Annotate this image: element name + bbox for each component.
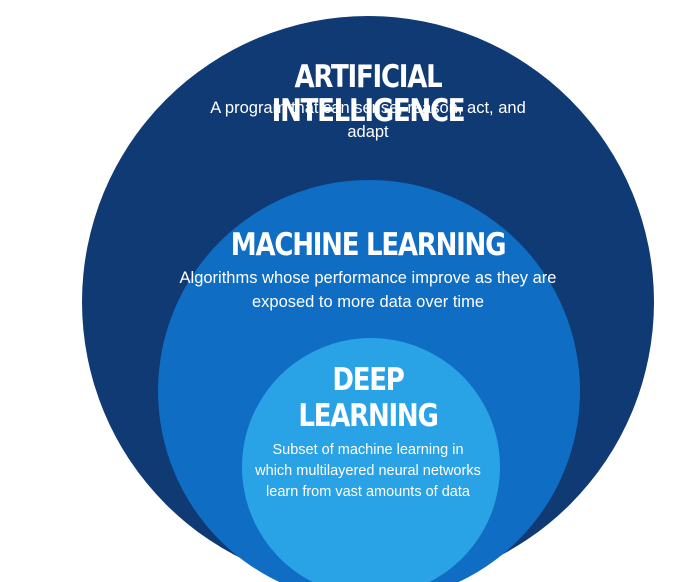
artificial-intelligence-description: A program that can sense, reason, act, a… [210,99,526,141]
machine-learning-description: Algorithms whose performance improve as … [179,269,557,311]
artificial-intelligence-title: ARTIFICIAL INTELLIGENCE [271,59,466,129]
deep-learning-circle [242,338,500,582]
deep-learning-title: DEEP LEARNING [298,362,438,434]
machine-learning-title: MACHINE LEARNING [230,227,507,263]
deep-learning-description: Subset of machine learning in which mult… [255,442,481,500]
